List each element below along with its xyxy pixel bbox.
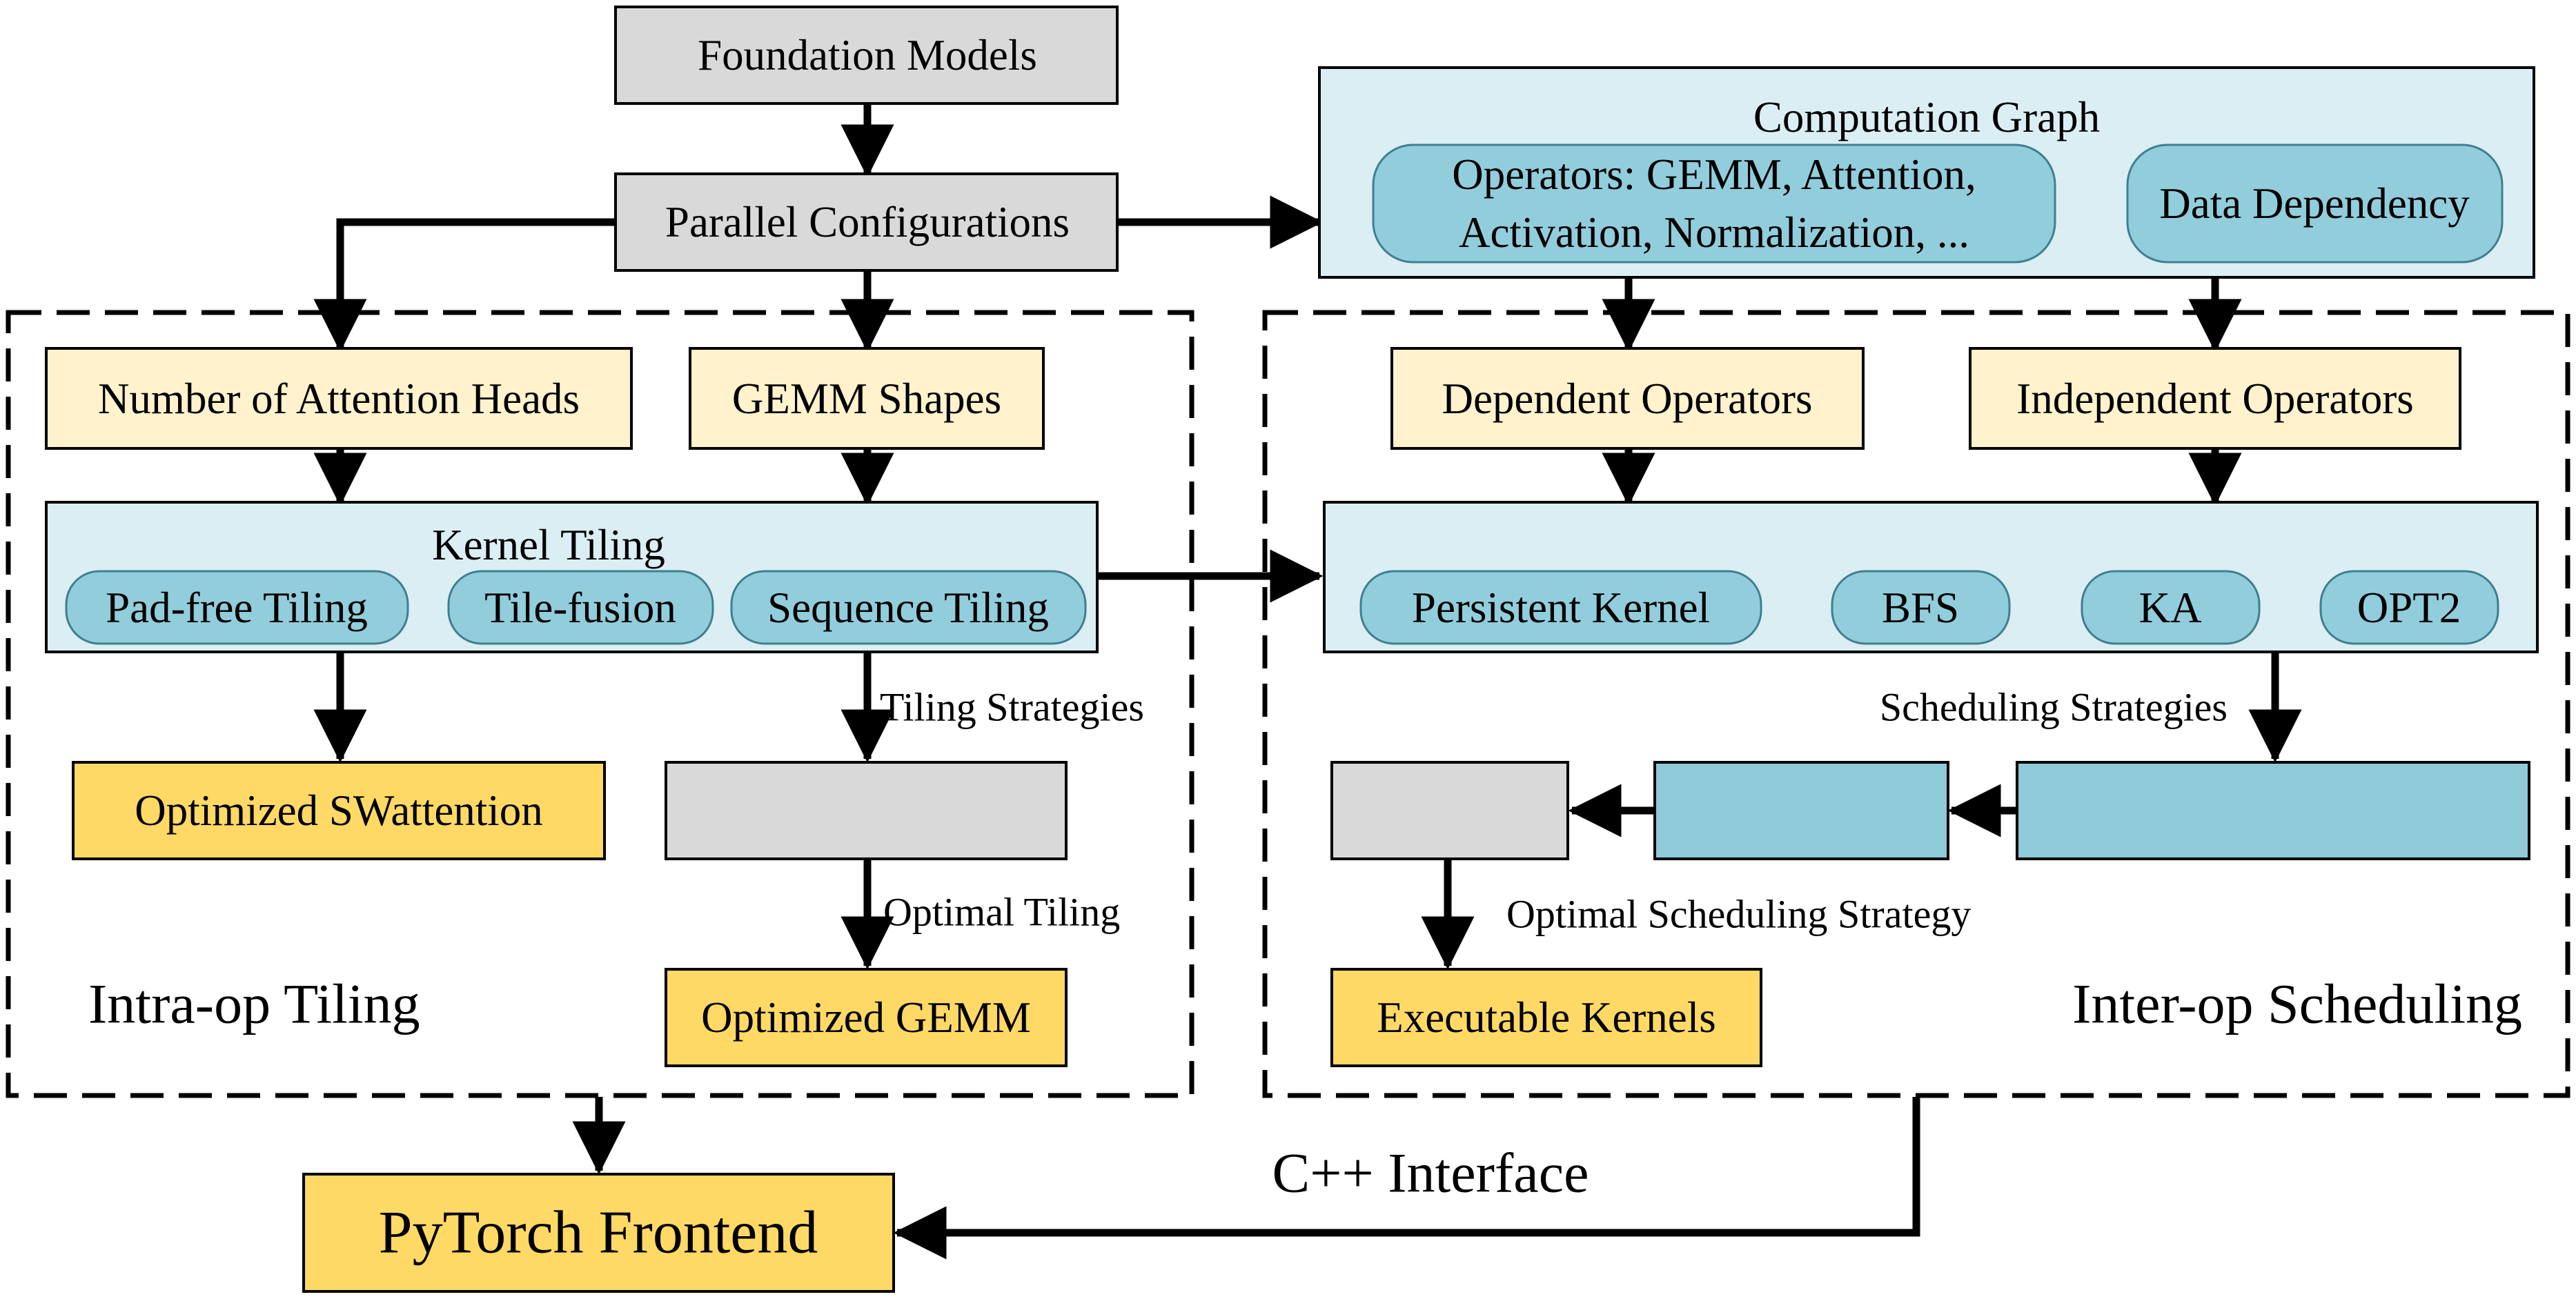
persistent-kernel-label: Persistent Kernel (1412, 584, 1710, 632)
pytorch-frontend-box (302, 1173, 895, 1293)
parallel-configurations-label: Parallel Configurations (665, 198, 1070, 246)
intra-op-tiling-title: Intra-op Tiling (88, 973, 420, 1035)
pytorch-frontend-label: PyTorch Frontend (379, 1200, 818, 1267)
ka-label: KA (2139, 584, 2202, 632)
operators-label-line2: Activation, Normalization, ... (1459, 208, 1969, 257)
computation-graph-title: Computation Graph (1753, 93, 2100, 141)
data-dependency-label: Data Dependency (2159, 179, 2470, 228)
optimal-tiling-label: Optimal Tiling (883, 890, 1120, 935)
attention-heads-label: Number of Attention Heads (98, 375, 580, 423)
arrow-inter-op-to-pytorch (893, 1097, 1920, 1260)
scheduling-strategies-label: Scheduling Strategies (1880, 685, 2228, 730)
pad-free-tiling-pill (65, 570, 409, 645)
operators-label-line1: Operators: GEMM, Attention, (1452, 150, 1976, 199)
arrow-parallel-to-attention-heads (313, 218, 616, 353)
inter-op-scheduling-title: Inter-op Scheduling (2072, 973, 2522, 1035)
sequence-tiling-label: Sequence Tiling (767, 584, 1049, 632)
kernel-tiling-title: Kernel Tiling (432, 521, 665, 569)
inter-op-scheduling-frame (1262, 310, 2570, 1098)
cpp-interface-label: C++ Interface (1272, 1142, 1589, 1204)
independent-operators-box (1969, 347, 2461, 450)
intra-op-tiling-frame (6, 310, 1194, 1098)
tile-fusion-label: Tile-fusion (484, 584, 676, 632)
tile-fusion-pill (447, 570, 714, 645)
operators-pill (1372, 143, 2056, 264)
dependent-operators-box (1390, 347, 1865, 450)
data-dependency-pill (2126, 143, 2504, 264)
optimized-gemm-label: Optimized GEMM (701, 993, 1031, 1042)
parallel-configurations-box (614, 172, 1119, 272)
persistent-kernel-pill (1359, 570, 1762, 645)
bfs-label: BFS (1882, 584, 1959, 632)
gemm-shapes-label: GEMM Shapes (732, 375, 1001, 423)
optimal-scheduling-strategy-label: Optimal Scheduling Strategy (1506, 892, 1971, 937)
independent-operators-label: Independent Operators (2016, 375, 2414, 423)
strategy-middle-box (1653, 761, 1949, 860)
optimized-swattention-box (72, 761, 606, 860)
executable-kernels-label: Executable Kernels (1377, 993, 1716, 1042)
attention-heads-box (45, 347, 633, 450)
tiling-strategies-label: Tiling Strategies (880, 685, 1144, 730)
opt2-label: OPT2 (2357, 584, 2461, 632)
opt2-pill (2319, 570, 2499, 645)
bfs-pill (1831, 570, 2011, 645)
gemm-shapes-box (689, 347, 1045, 450)
ka-pill (2081, 570, 2261, 645)
optimized-gemm-box (665, 968, 1068, 1067)
strategy-right-box (2016, 761, 2530, 860)
optimal-strategy-box (1330, 761, 1569, 860)
foundation-models-label: Foundation Models (698, 31, 1037, 79)
dependent-operators-label: Dependent Operators (1442, 375, 1812, 423)
foundation-models-box (614, 6, 1119, 105)
pad-free-tiling-label: Pad-free Tiling (106, 584, 368, 632)
sequence-tiling-pill (730, 570, 1087, 645)
optimized-swattention-label: Optimized SWattention (135, 786, 543, 835)
tiling-candidates-box (665, 761, 1068, 860)
connectors (313, 103, 2302, 1260)
executable-kernels-box (1330, 968, 1762, 1067)
